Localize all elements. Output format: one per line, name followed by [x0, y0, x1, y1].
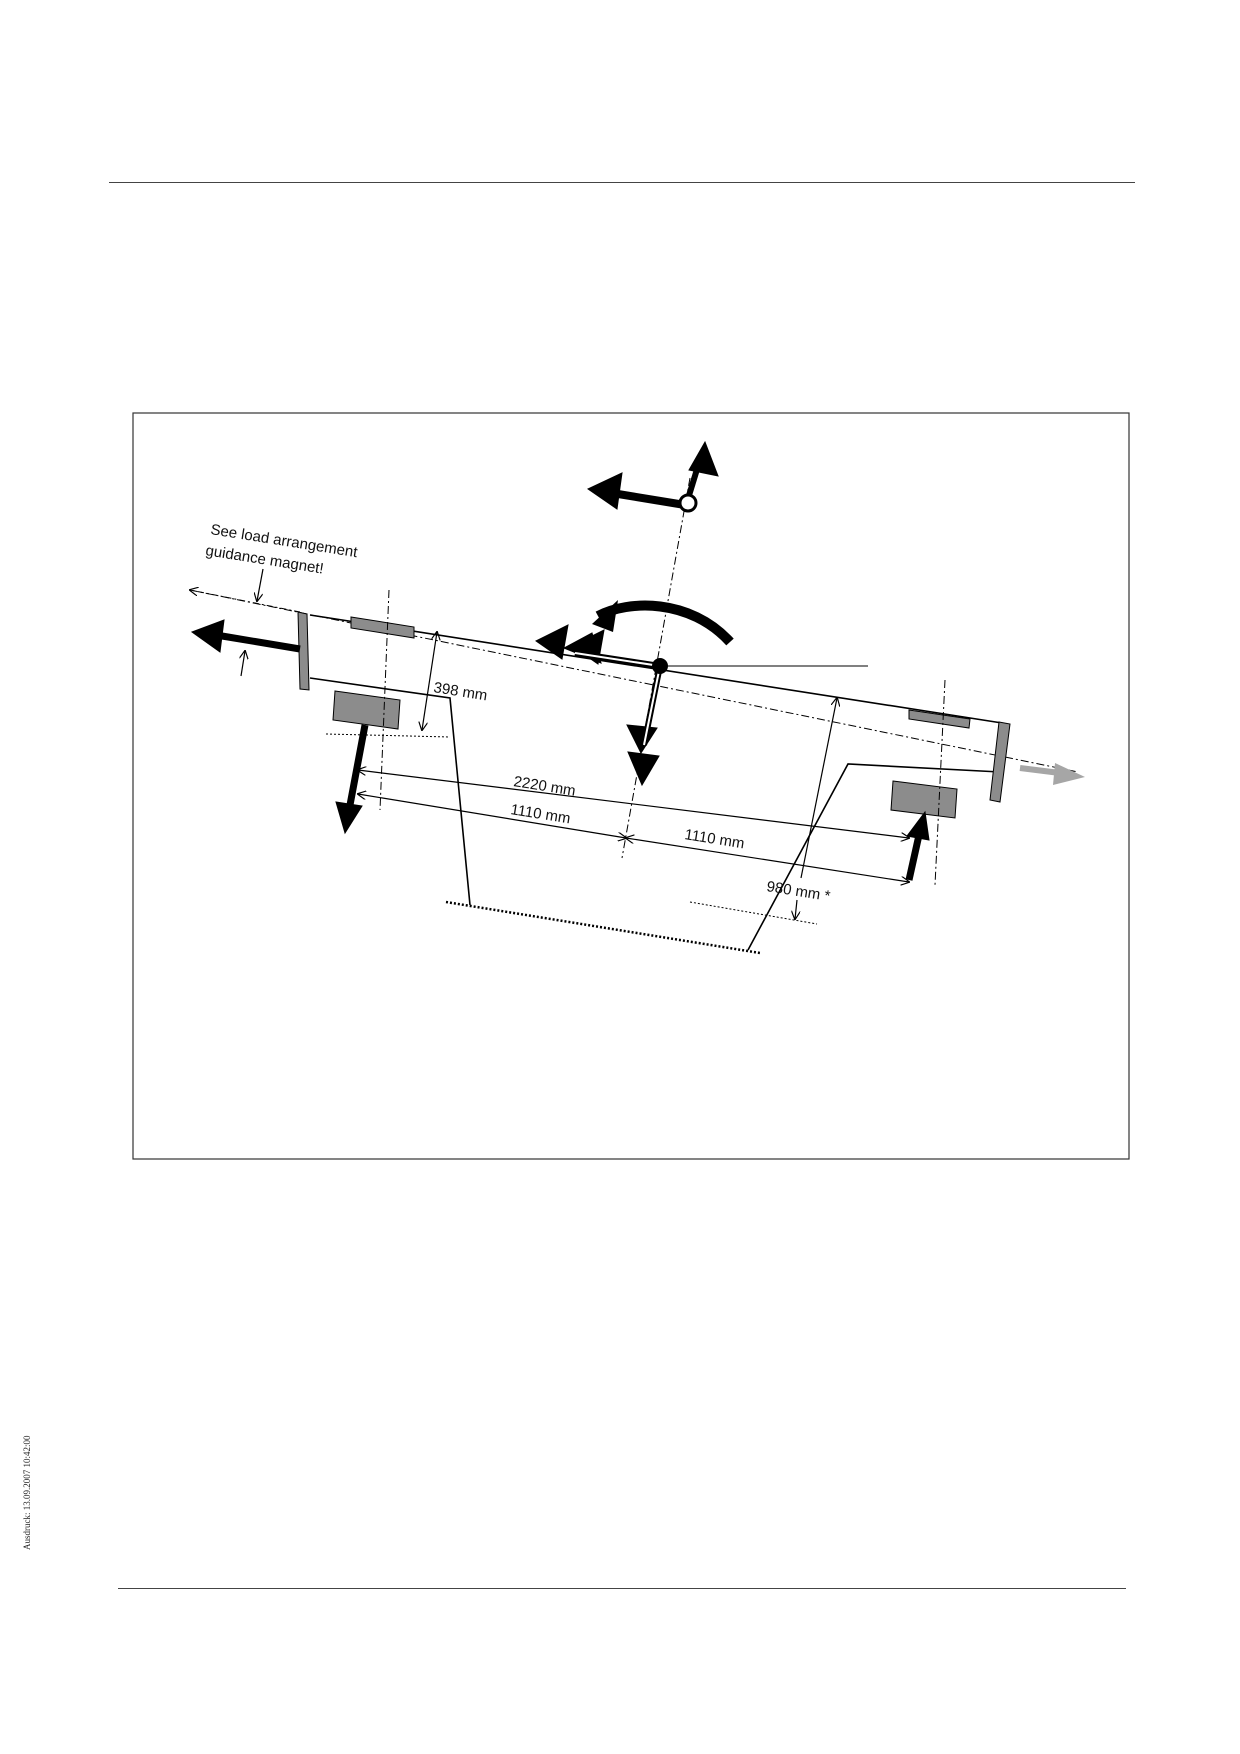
- left-longitudinal-force: [221, 632, 301, 653]
- top-vertical-arrowhead: [688, 440, 719, 477]
- offset-baseline: [689, 901, 818, 925]
- dim-label-398: 398 mm: [432, 679, 488, 704]
- bottom-left-magnet: [332, 690, 401, 730]
- top-lateral-arrowhead: [587, 472, 623, 510]
- centre-shaft-left-inner: [574, 652, 661, 667]
- right-magnet-axis: [934, 679, 946, 886]
- dim-label-2220: 2220 mm: [512, 773, 576, 800]
- small-up-arrow: [241, 651, 245, 677]
- longitudinal-axis: [189, 589, 1079, 773]
- moment-arrowhead: [592, 600, 618, 632]
- right-up-arrowhead: [906, 810, 930, 841]
- header-rule: [109, 182, 1135, 183]
- bottom-right-magnet: [890, 780, 958, 819]
- dim-line-1110-right: [626, 838, 909, 882]
- right-up-force: [905, 834, 923, 881]
- top-pivot-circle: [678, 493, 698, 513]
- centre-down-arrowhead-2: [627, 751, 660, 787]
- dim-980-lower-arrow: [795, 899, 797, 919]
- centre-down-arrowhead-1: [626, 724, 658, 755]
- top-left-magnet: [350, 616, 415, 639]
- dim-line-1110-left: [358, 794, 626, 838]
- footer-rule: [118, 1588, 1126, 1589]
- note-axis-leader: [190, 590, 301, 613]
- right-end-plate: [989, 721, 1011, 803]
- dim-line-980: [800, 698, 837, 879]
- centre-of-gravity-dot: [652, 658, 668, 674]
- note-pointer: [257, 568, 264, 601]
- ground-line: [445, 900, 761, 955]
- left-down-arrowhead: [335, 801, 363, 835]
- dim-line-398: [422, 632, 437, 730]
- body-lower-right-edge: [747, 763, 1001, 951]
- right-gray-arrowhead: [1053, 763, 1085, 785]
- left-end-plate: [297, 611, 310, 691]
- left-down-force: [346, 724, 369, 806]
- dim-label-980: 980 mm *: [765, 878, 831, 905]
- centre-left-arrowhead-3: [535, 624, 569, 660]
- left-longitudinal-arrowhead: [190, 619, 225, 653]
- centre-shaft-down-inner: [643, 665, 661, 746]
- right-gray-force: [1019, 765, 1061, 776]
- height-baseline: [325, 733, 451, 738]
- figure-frame: [132, 412, 1130, 1160]
- top-right-magnet: [908, 709, 971, 729]
- dim-line-2220: [358, 770, 909, 838]
- top-lateral-force: [611, 489, 686, 509]
